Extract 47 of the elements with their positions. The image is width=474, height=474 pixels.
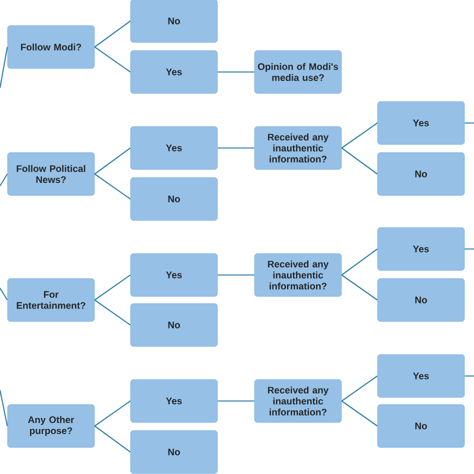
connector-line [94, 426, 131, 452]
decision-box: Yes [130, 379, 218, 423]
decision-box: Yes [130, 126, 218, 170]
connector-line [341, 400, 378, 426]
decision-box: No [130, 430, 218, 474]
connector-line [218, 147, 254, 149]
decision-box: For Entertainment? [7, 278, 95, 322]
connector-line [341, 148, 378, 174]
connector-line [94, 148, 131, 174]
decision-box: No [377, 152, 465, 196]
connector-line [218, 400, 254, 402]
connector-line [341, 248, 378, 276]
decision-box: Yes [377, 354, 465, 398]
connector-line [0, 46, 8, 88]
decision-box: No [377, 278, 465, 322]
connector-line [94, 300, 131, 326]
decision-box: No [130, 0, 218, 43]
decision-box: Any Other purpose? [7, 404, 95, 448]
decision-box: Received any inauthentic information? [254, 126, 342, 170]
connector-line [464, 122, 474, 124]
decision-box: Received any inauthentic information? [254, 253, 342, 297]
connector-line [0, 390, 8, 426]
connector-line [94, 400, 131, 426]
decision-box: Follow Modi? [7, 25, 95, 69]
decision-box: No [377, 404, 465, 448]
decision-box: Yes [130, 253, 218, 297]
connector-line [464, 375, 474, 377]
decision-box: Follow Political News? [7, 152, 95, 196]
connector-line [341, 122, 378, 148]
connector-line [218, 71, 254, 73]
decision-box: No [130, 303, 218, 347]
connector-line [464, 248, 474, 250]
decision-box: Yes [377, 101, 465, 145]
connector-line [94, 20, 131, 48]
decision-box: No [130, 177, 218, 221]
connector-line [341, 376, 378, 402]
connector-line [94, 46, 131, 72]
connector-line [94, 174, 131, 200]
decision-box: Yes [130, 50, 218, 94]
connector-line [341, 274, 378, 300]
decision-box: Received any inauthentic information? [254, 379, 342, 423]
connector-line [218, 274, 254, 276]
connector-line [0, 174, 8, 186]
decision-box: Opinion of Modi's media use? [254, 50, 342, 94]
connector-line [0, 288, 8, 300]
connector-line [94, 274, 131, 300]
decision-box: Yes [377, 227, 465, 271]
